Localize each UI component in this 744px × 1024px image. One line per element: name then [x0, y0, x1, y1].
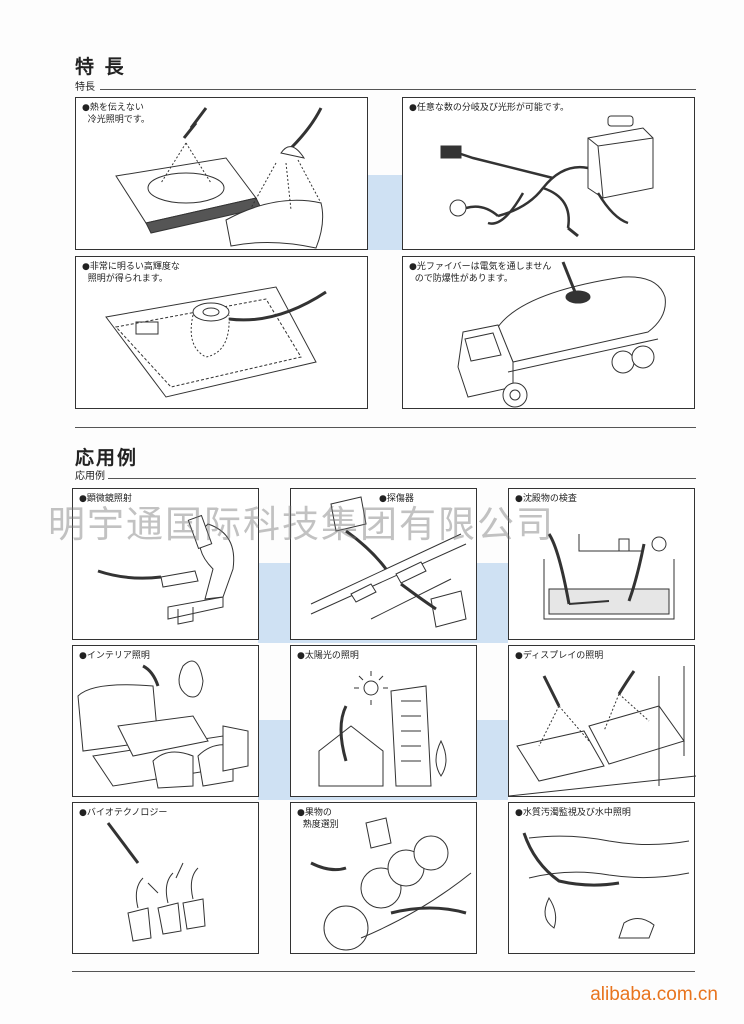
- applications-subtitle: 応用例: [75, 471, 105, 482]
- application-caption: ●バイオテクノロジー: [79, 808, 168, 818]
- potted-plants-illustration: [73, 803, 260, 955]
- feature-caption: ●熱を伝えない 冷光照明です。: [82, 103, 150, 125]
- watermark: 明宇通国际科技集团有限公司: [48, 503, 555, 546]
- sunlight-building-illustration: [291, 646, 478, 798]
- fruit-sorting-illustration: [291, 803, 478, 955]
- footer-brand: alibaba.com.cn: [590, 984, 718, 1005]
- display-case-illustration: [509, 646, 696, 798]
- sediment-tank-illustration: [509, 489, 696, 641]
- application-caption: ●顕微鏡照射: [79, 494, 132, 504]
- feature-panel-cold-light: ●熱を伝えない 冷光照明です。: [75, 97, 368, 250]
- application-panel-interior: ●インテリア照明: [72, 645, 259, 797]
- cold-light-illustration: [76, 98, 369, 251]
- application-panel-sunlight: ●太陽光の照明: [290, 645, 477, 797]
- feature-caption: ●光ファイバーは電気を通しません ので防爆性があります。: [409, 262, 552, 284]
- application-panel-biotech: ●バイオテクノロジー: [72, 802, 259, 954]
- tanker-truck-illustration: [403, 257, 696, 410]
- application-panel-display: ●ディスプレイの照明: [508, 645, 695, 797]
- application-panel-fruit: ●果物の 熟度選別: [290, 802, 477, 954]
- application-panel-flaw-detector: ●探傷器: [290, 488, 477, 640]
- interior-sofa-illustration: [73, 646, 260, 798]
- feature-panel-explosion-proof: ●光ファイバーは電気を通しません ので防爆性があります。: [402, 256, 695, 409]
- microscope-illustration: [73, 489, 260, 641]
- application-caption: ●インテリア照明: [79, 651, 150, 661]
- flaw-detector-illustration: [291, 489, 478, 641]
- feature-panel-branching: ●任意な数の分岐及び光形が可能です。: [402, 97, 695, 250]
- feature-panel-brightness: ●非常に明るい高輝度な 照明が得られます。: [75, 256, 368, 409]
- application-caption: ●ディスプレイの照明: [515, 651, 604, 661]
- branching-fiber-illustration: [403, 98, 696, 251]
- features-bottom-rule: [75, 427, 696, 428]
- application-caption: ●果物の 熟度選別: [297, 808, 339, 830]
- application-panel-sediment: ●沈殿物の検査: [508, 488, 695, 640]
- application-caption: ●水質汚濁監視及び水中照明: [515, 808, 631, 818]
- underwater-illustration: [509, 803, 696, 955]
- applications-title: 応用例: [75, 447, 139, 469]
- application-caption: ●太陽光の照明: [297, 651, 359, 661]
- application-caption: ●沈殿物の検査: [515, 494, 577, 504]
- features-rule: [100, 89, 696, 90]
- application-panel-water: ●水質汚濁監視及び水中照明: [508, 802, 695, 954]
- feature-caption: ●非常に明るい高輝度な 照明が得られます。: [82, 262, 180, 284]
- application-caption: ●探傷器: [379, 494, 414, 504]
- high-brightness-illustration: [76, 257, 369, 410]
- application-panel-microscope: ●顕微鏡照射: [72, 488, 259, 640]
- applications-rule: [108, 478, 696, 479]
- applications-bottom-rule: [72, 971, 695, 972]
- features-subtitle: 特長: [75, 82, 95, 93]
- feature-caption: ●任意な数の分岐及び光形が可能です。: [409, 103, 569, 113]
- features-title: 特 長: [75, 56, 126, 78]
